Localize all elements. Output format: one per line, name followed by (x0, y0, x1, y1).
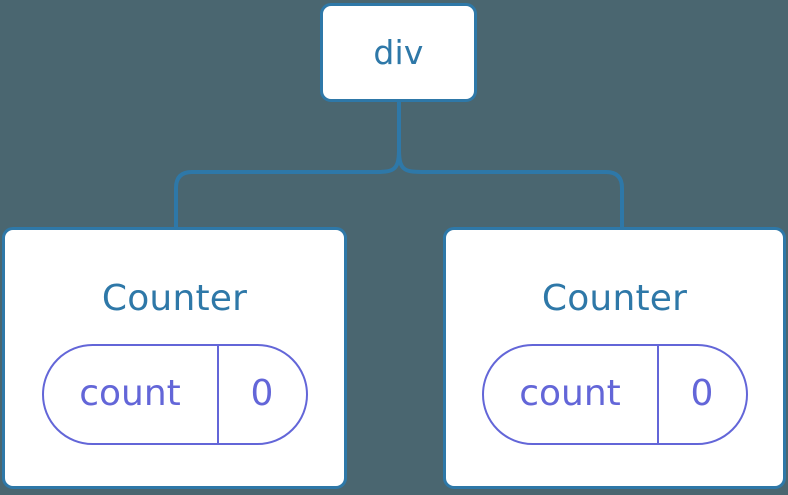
connector-to-left-child (174, 149, 401, 227)
state-value-left: 0 (250, 372, 274, 414)
node-root-div[interactable]: div (320, 3, 477, 102)
state-key-right: count (484, 346, 659, 443)
node-counter-left[interactable]: Counter count 0 (2, 227, 347, 489)
state-value-right: 0 (690, 372, 714, 414)
connector-to-right-child (397, 149, 624, 227)
node-counter-right[interactable]: Counter count 0 (443, 227, 786, 489)
state-pill-right[interactable]: count 0 (481, 344, 748, 445)
node-counter-left-label: Counter (101, 278, 248, 319)
state-pill-left[interactable]: count 0 (41, 344, 308, 445)
node-root-label: div (373, 33, 424, 72)
state-key-left: count (44, 346, 219, 443)
node-counter-right-label: Counter (541, 278, 688, 319)
